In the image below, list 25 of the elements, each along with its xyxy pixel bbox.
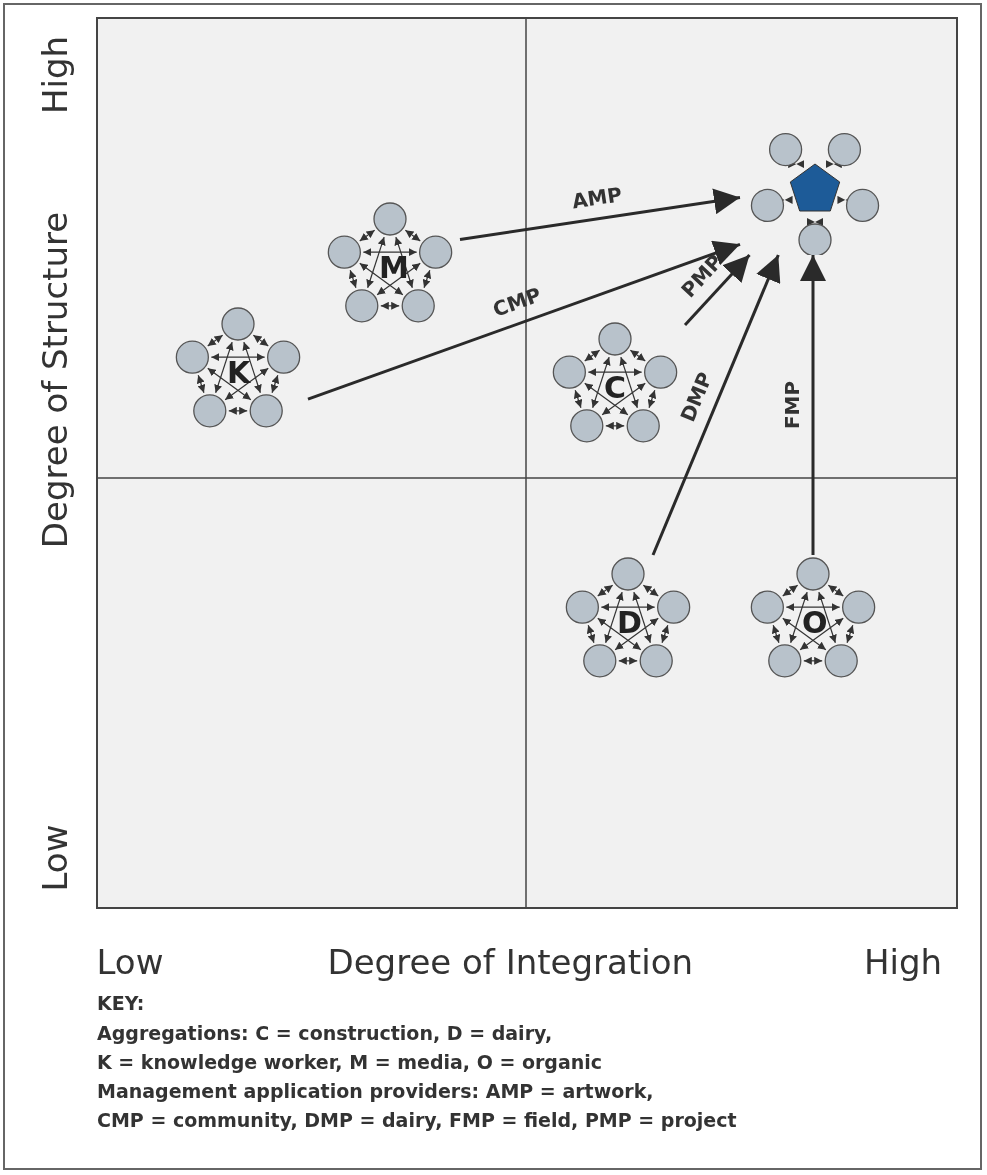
key-text: Aggregations: C = construction, D = dairy, [97, 1022, 553, 1045]
axis-label: Low [96, 945, 164, 979]
arrow [800, 255, 826, 555]
cluster-letter: M [379, 253, 409, 283]
axis-label: Degree of Structure [38, 211, 73, 549]
cluster-letter: K [227, 358, 251, 388]
arrow [651, 254, 781, 556]
cluster-letter: D [617, 608, 642, 638]
edge-label: DMP [675, 368, 718, 426]
cluster-letter: C [604, 373, 627, 403]
axis-label: High [38, 35, 73, 115]
arrow [459, 188, 741, 241]
key-text: K = knowledge worker, M = media, O = organic [97, 1051, 603, 1074]
key-text: CMP = community, DMP = dairy, FMP = field, PMP = project [97, 1109, 737, 1132]
key-text: KEY: [97, 992, 145, 1015]
axis-label: High [864, 945, 943, 979]
edge-label: CMP [489, 282, 545, 322]
key-text: Management application providers: AMP = artwork, [97, 1080, 654, 1103]
arrow [307, 240, 741, 401]
arrow [683, 254, 751, 327]
edge-label: FMP [780, 380, 804, 430]
axis-label: Low [38, 824, 72, 892]
axis-label: Degree of Integration [327, 945, 693, 979]
edge-label: AMP [570, 182, 624, 214]
cluster-letter: O [802, 608, 828, 638]
